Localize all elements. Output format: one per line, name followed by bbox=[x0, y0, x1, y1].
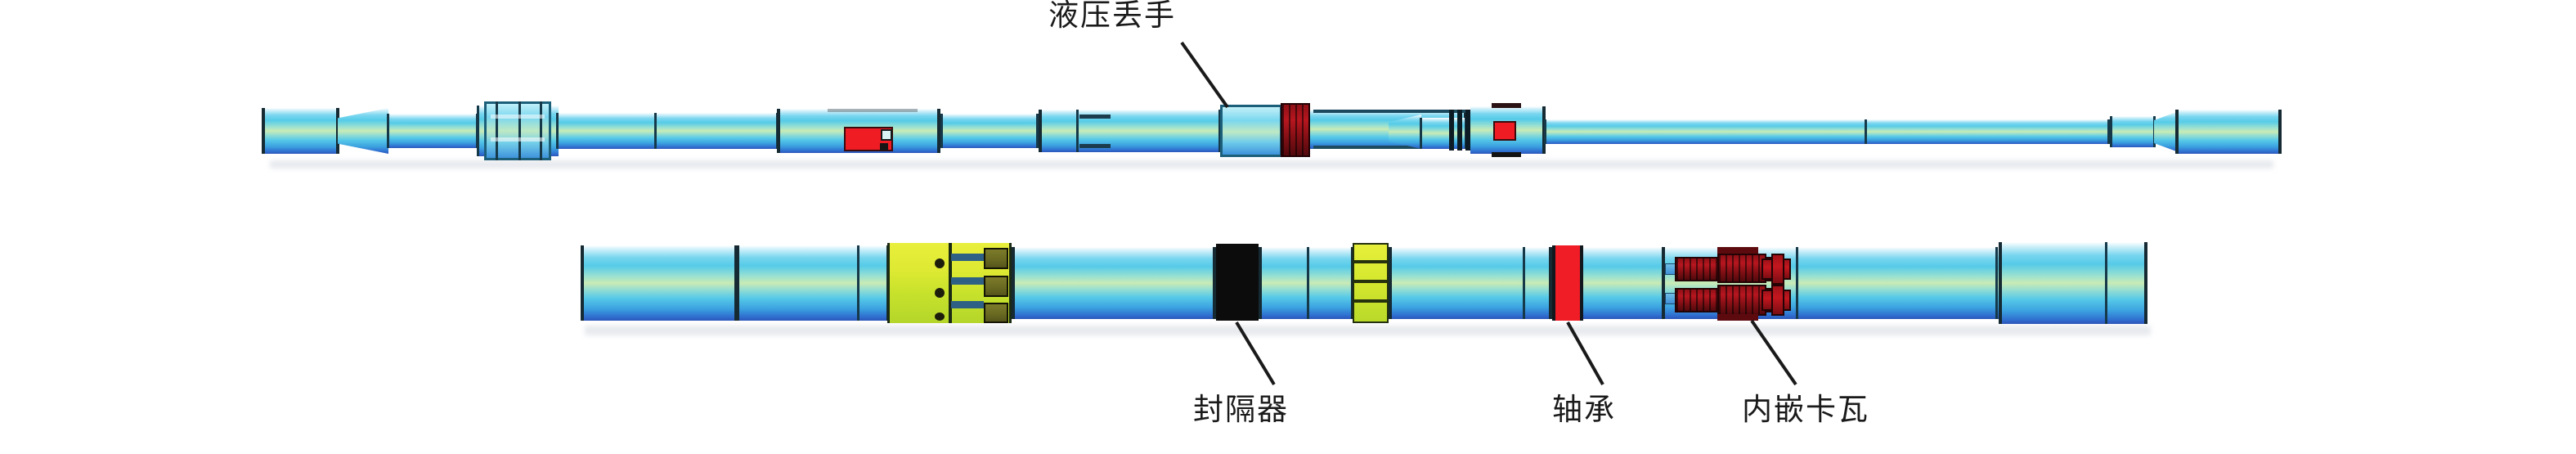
l-body-2 bbox=[1012, 247, 1216, 319]
l-slip-head-upper bbox=[1771, 254, 1784, 285]
l-yellow-cone-bolt-2 bbox=[935, 288, 945, 298]
u-red-window bbox=[1493, 121, 1516, 141]
l-slip-head-lower bbox=[1771, 285, 1784, 316]
u-sub-red-cap-top bbox=[1492, 103, 1521, 108]
l-top-sub bbox=[581, 245, 738, 321]
l-body-3-joint bbox=[1307, 247, 1309, 319]
l-slip-lower-cap bbox=[1717, 314, 1758, 321]
u-sub-rib-3 bbox=[1465, 110, 1470, 151]
u-red-port-bolt bbox=[880, 143, 888, 151]
u-port-housing-highlight bbox=[828, 109, 918, 112]
u-pipe-3 bbox=[940, 114, 1039, 148]
u-top-sub bbox=[262, 108, 339, 154]
l-bottom-sub bbox=[1999, 242, 2147, 324]
u-tailpipe-joint bbox=[1865, 119, 1867, 144]
u-release-element bbox=[1281, 103, 1310, 157]
lower-assembly bbox=[581, 242, 2151, 335]
label-embedded-slips: 内嵌卡瓦 bbox=[1742, 393, 1869, 427]
l-yellow-rib-line-3 bbox=[1354, 299, 1387, 303]
label-packer: 封隔器 bbox=[1193, 393, 1289, 427]
u-coupling-rib-1 bbox=[496, 101, 498, 160]
upper-assembly bbox=[0, 0, 2576, 205]
l-body-1-joint bbox=[857, 245, 859, 321]
l-body-4-joint bbox=[1523, 247, 1525, 319]
l-yellow-rib-line-2 bbox=[1354, 280, 1387, 283]
l-body-6-joint bbox=[1995, 247, 1998, 319]
l-yellow-cone bbox=[887, 243, 951, 323]
u-coupling-highlight-2 bbox=[491, 137, 545, 142]
u-red-port-hole bbox=[881, 129, 892, 141]
l-packer-element bbox=[1216, 244, 1259, 321]
u-pipe-2-joint bbox=[654, 113, 657, 149]
l-slip-window-2 bbox=[951, 277, 984, 285]
l-slip-housing-joint bbox=[1796, 247, 1798, 319]
l-olive-block-1 bbox=[984, 248, 1008, 269]
l-slip-lower-2 bbox=[1717, 285, 1766, 316]
l-body-5 bbox=[1583, 247, 1665, 319]
l-olive-block-3 bbox=[984, 303, 1008, 323]
label-bearing: 轴承 bbox=[1552, 393, 1616, 427]
u-coupling-highlight bbox=[491, 115, 545, 119]
u-pipe-4-top-edge bbox=[1313, 110, 1465, 113]
l-body-4 bbox=[1389, 247, 1552, 319]
u-sub-rib-1 bbox=[1449, 110, 1454, 151]
label-hydraulic-release: 液压丢手 bbox=[1048, 0, 1176, 33]
l-yellow-ribbed-sleeve bbox=[1353, 243, 1389, 323]
u-release-joint-1 bbox=[1076, 110, 1079, 152]
u-release-slot-2 bbox=[1079, 144, 1111, 148]
u-bottom-sub bbox=[2175, 110, 2282, 154]
u-sub-red-cap-bottom bbox=[1492, 152, 1521, 157]
l-body-3 bbox=[1259, 247, 1354, 319]
u-release-joint-2 bbox=[1218, 110, 1221, 152]
u-tailpipe bbox=[1544, 119, 2110, 144]
lower-assembly-shadow bbox=[585, 326, 2151, 335]
u-coupling-rib-2 bbox=[518, 101, 521, 160]
l-olive-block-2 bbox=[984, 276, 1008, 297]
l-body-1 bbox=[736, 245, 890, 321]
l-slip-upper-cap bbox=[1717, 247, 1758, 254]
l-yellow-cone-bolt-1 bbox=[935, 258, 945, 268]
l-yellow-rib-line-1 bbox=[1354, 260, 1387, 263]
l-bottom-sub-joint bbox=[2105, 242, 2107, 324]
u-sub-rib-2 bbox=[1457, 110, 1462, 151]
l-yellow-cone-bolt-3 bbox=[935, 312, 945, 321]
upper-assembly-shadow bbox=[270, 160, 2273, 169]
u-pipe-4-bot-edge bbox=[1313, 146, 1465, 149]
u-release-slot-1 bbox=[1079, 115, 1111, 119]
l-slip-window-3 bbox=[951, 301, 984, 308]
l-bearing-band bbox=[1552, 245, 1583, 321]
l-slip-upper-2 bbox=[1717, 254, 1766, 283]
u-coupling-rib-3 bbox=[540, 101, 542, 160]
l-slip-window-1 bbox=[951, 254, 984, 261]
